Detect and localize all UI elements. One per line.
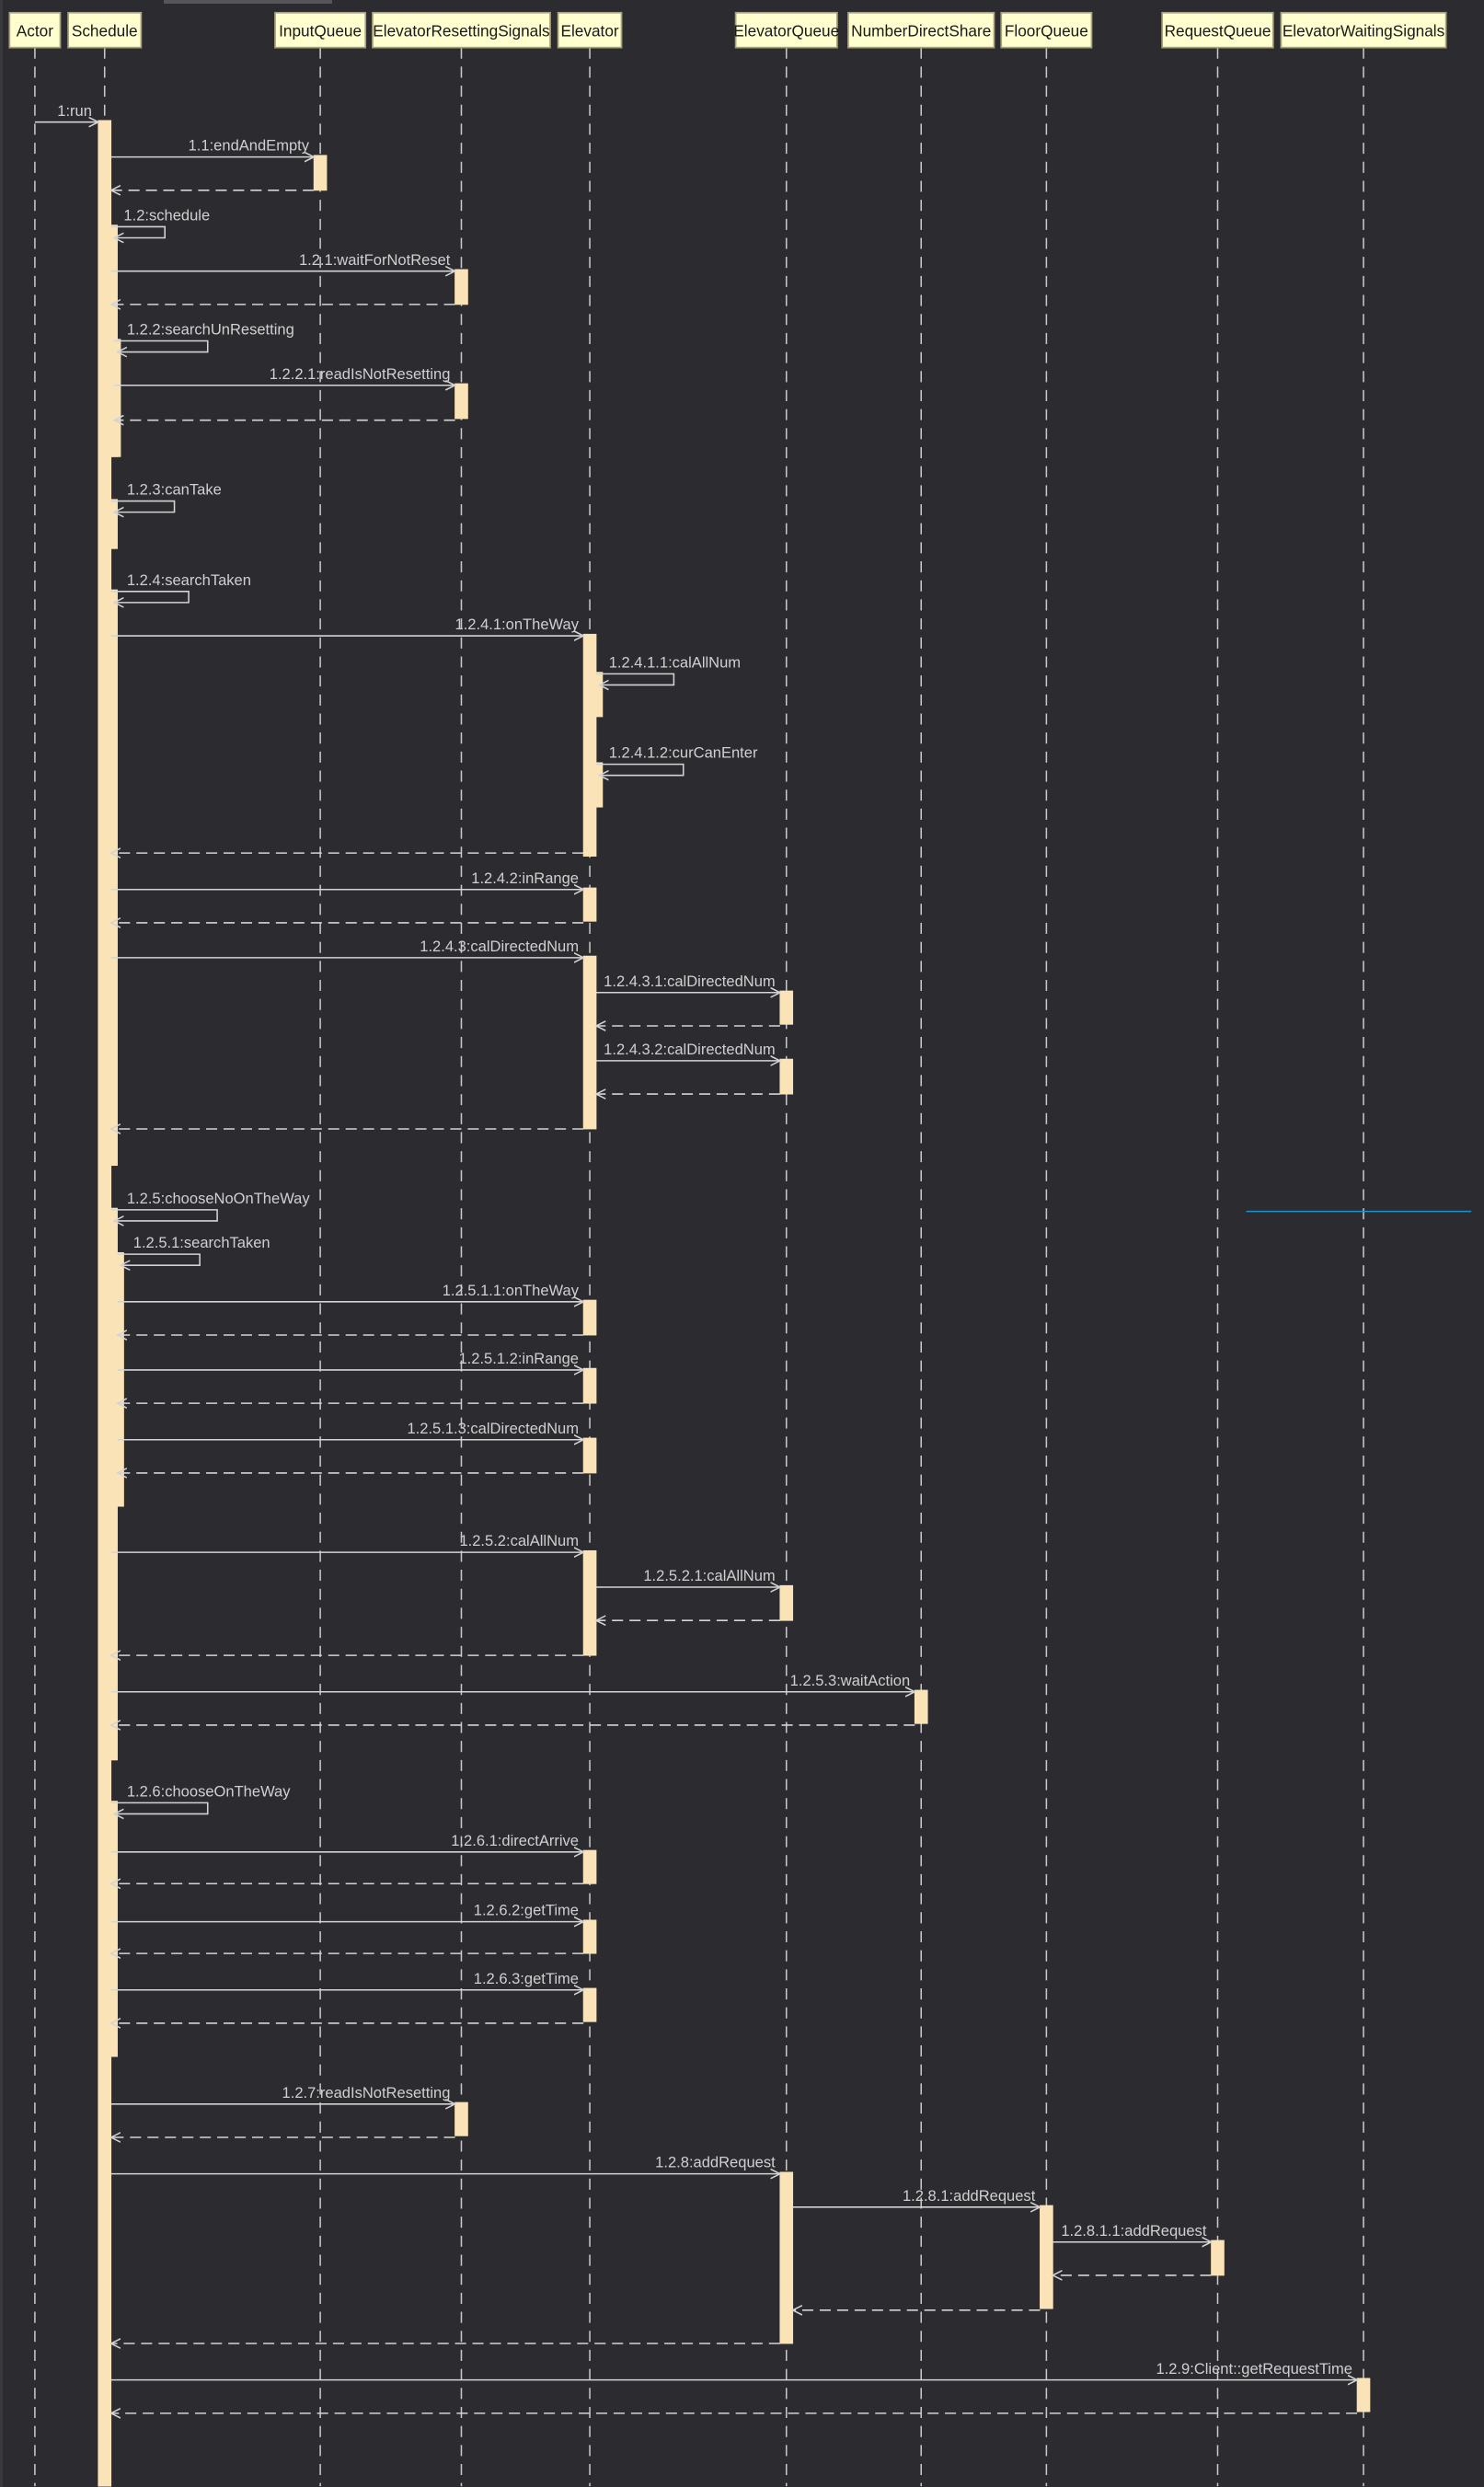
self-call-arrow [110,1802,209,1813]
participant-label: InputQueue [279,22,362,40]
activation-bar [582,633,597,858]
activation-bar [1356,2378,1371,2412]
activation-bar [779,1058,794,1095]
self-call-arrow [110,1209,218,1221]
activation-bar [582,1437,597,1474]
message-label: 1.2.5.3:waitAction [790,1672,910,1689]
activation-bar [110,1251,124,1507]
message-label: 1.2.7:readIsNotResetting [282,2084,451,2101]
message-label: 1.2.6.3:getTime [474,1970,579,1987]
message-label: 1.2.1:waitForNotReset [299,251,451,269]
message-label: 1.2.4.3.2:calDirectedNum [604,1041,776,1058]
activation-bar [582,1299,597,1336]
self-call-arrow [595,763,684,776]
self-call-arrow [117,1253,201,1265]
message-label: 1.2.4.3:calDirectedNum [420,938,579,955]
message-label: 1.2.4:searchTaken [127,571,251,589]
participant-box-floor-queue[interactable] [1000,11,1093,49]
participant-label: Actor [17,22,53,40]
message-label: 1.2.8.1.1:addRequest [1061,2222,1206,2239]
self-call-arrow [110,225,166,237]
message-label: 1.2.5.2:calAllNum [459,1532,579,1549]
self-call-arrow [110,500,176,512]
participant-label: RequestQueue [1165,22,1271,40]
message-label: 1.1:endAndEmpty [189,137,310,155]
participant-box-elevator-waiting-signals[interactable] [1280,11,1447,49]
self-call-arrow [114,340,209,352]
message-label: 1.2.5.1.2:inRange [458,1350,579,1367]
participant-label: Elevator [560,22,618,40]
activation-bar [779,2171,794,2344]
activation-bar [1211,2239,1225,2276]
participant-box-actor[interactable] [8,11,62,49]
window-left-edge [0,0,3,2487]
activation-bar [582,1549,597,1656]
message-label: 1.2.4.1.1:calAllNum [609,654,741,672]
message-label: 1.2.4.1.2:curCanEnter [609,744,758,762]
participant-label: FloorQueue [1005,22,1088,40]
participant-box-request-queue[interactable] [1161,11,1274,49]
activation-bar [107,339,121,457]
message-label: 1.2.4.1:onTheWay [455,616,580,633]
message-label: 1.2.2.1:readIsNotResetting [270,365,451,383]
activation-bar [914,1689,928,1724]
activation-bar [104,589,118,1167]
message-label: 1.2.9:Client::getRequestTime [1156,2360,1352,2378]
activation-bar [779,1584,794,1621]
activation-bar [582,1987,597,2022]
activation-bar [454,269,468,305]
participant-box-number-direct-share[interactable] [847,11,995,49]
message-label: 1.2.5.1.1:onTheWay [443,1282,580,1299]
message-label: 1.2.6.1:directArrive [451,1832,579,1849]
activation-bar [1040,2205,1053,2309]
message-label: 1.2.5:chooseNoOnTheWay [127,1190,311,1207]
participant-box-elevator[interactable] [557,11,623,49]
message-label: 1.2.5.1.3:calDirectedNum [407,1420,579,1437]
activation-bar [582,1849,597,1884]
activation-bar [582,1367,597,1404]
message-label: 1.2.6:chooseOnTheWay [127,1782,291,1800]
participant-label: NumberDirectShare [851,22,991,40]
activation-bar [582,887,597,922]
activation-bar [104,499,118,549]
participant-label: ElevatorResettingSignals [373,22,549,40]
participant-label: ElevatorQueue [733,22,839,40]
activation-bar [313,155,328,191]
message-label: 1.2.8.1:addRequest [903,2187,1036,2205]
participant-box-input-queue[interactable] [274,11,367,49]
activation-bar [589,672,604,718]
message-label: 1.2.4.3.1:calDirectedNum [604,973,776,990]
participant-box-elevator-resetting-signals[interactable] [372,11,551,49]
scroll-indicator[interactable] [164,0,332,4]
message-label: 1.2.6.2:getTime [474,1902,579,1919]
message-label: 1.2.8:addRequest [655,2154,776,2171]
message-label: 1.2:schedule [123,207,210,225]
message-label: 1.2.5.1:searchTaken [133,1234,270,1251]
activation-bar [454,383,468,420]
activation-bar [582,1919,597,1954]
participant-label: Schedule [72,22,138,40]
self-call-arrow [110,591,190,603]
participant-box-elevator-queue[interactable] [734,11,838,49]
activation-bar [779,990,794,1025]
message-label: 1.2.4.2:inRange [471,869,579,887]
activation-bar [582,955,597,1130]
message-label: 1:run [57,102,92,120]
activation-bar [454,2101,468,2136]
self-call-arrow [595,673,675,685]
participant-label: ElevatorWaitingSignals [1283,22,1444,40]
message-label: 1.2.2:searchUnResetting [127,321,294,339]
message-label: 1.2.5.2.1:calAllNum [643,1567,775,1584]
activation-bar [589,762,604,808]
message-label: 1.2.3:canTake [127,481,222,499]
participant-box-schedule[interactable] [67,11,143,49]
activation-bar [104,1801,118,2057]
